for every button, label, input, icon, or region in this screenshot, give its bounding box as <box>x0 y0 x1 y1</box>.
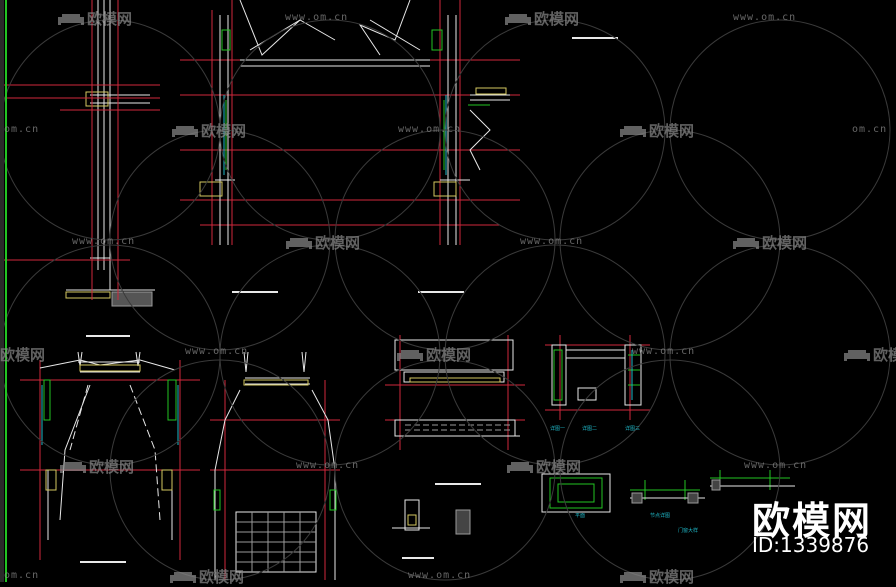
watermark-url: om.cn <box>4 570 40 581</box>
cad-label: 平面 <box>575 513 585 519</box>
watermark-url: www.om.cn <box>285 12 349 23</box>
sofa-icon <box>286 238 312 249</box>
watermark-logo: 欧模网 <box>397 344 471 365</box>
sofa-icon <box>844 350 870 361</box>
watermark-logo: 欧模网 <box>844 344 896 365</box>
watermark-url: www.om.cn <box>744 460 808 471</box>
watermark-url: www.om.cn <box>632 346 696 357</box>
watermark-url: www.om.cn <box>520 236 584 247</box>
viewport-left-edge <box>0 0 4 582</box>
sofa-icon <box>733 238 759 249</box>
section-canopy <box>385 335 525 485</box>
watermark-logo: 欧模网 <box>60 456 134 477</box>
cad-label: 详图三 <box>625 425 640 432</box>
sofa-icon <box>620 572 646 583</box>
sofa-icon <box>397 350 423 361</box>
watermark-logo: 欧模网 <box>0 346 46 364</box>
y-axis-indicator <box>5 0 7 582</box>
sofa-icon <box>60 462 86 473</box>
sofa-icon <box>172 126 198 137</box>
watermark-url: www.om.cn <box>733 12 797 23</box>
model-id-label: ID:1339876 <box>752 533 870 557</box>
watermark-url: www.om.cn <box>398 124 462 135</box>
detail-window <box>545 335 650 420</box>
watermark-logo: 欧模网 <box>58 8 132 29</box>
sofa-icon <box>620 126 646 137</box>
sofa-icon <box>505 14 531 25</box>
watermark-logo: 欧模网 <box>172 120 246 141</box>
watermark-logo: 欧模网 <box>733 232 807 253</box>
section-wall-left <box>65 0 155 337</box>
cad-label: 详图二 <box>582 425 597 432</box>
cad-label: 详图一 <box>550 425 565 432</box>
watermark-url: www.om.cn <box>72 236 136 247</box>
cad-label: 节点详图 <box>650 512 670 519</box>
detail-joints <box>541 470 795 513</box>
watermark-url: om.cn <box>4 124 40 135</box>
watermark-logo: 欧模网 <box>286 232 360 253</box>
watermark-url: om.cn <box>852 124 888 135</box>
cad-label: 门窗大样 <box>678 527 698 534</box>
sofa-icon <box>507 462 533 473</box>
sofa-icon <box>170 572 196 583</box>
brand-logo: 欧模网 <box>752 499 873 543</box>
watermark-logo: 欧模网 <box>505 8 579 29</box>
detail-small <box>392 499 471 559</box>
watermark-rings <box>0 19 891 581</box>
watermark-logo: 欧模网 <box>620 120 694 141</box>
watermark-logo: 欧模网 <box>170 566 244 587</box>
watermark-url: www.om.cn <box>185 346 249 357</box>
watermark-url: www.om.cn <box>408 570 472 581</box>
sofa-icon <box>58 14 84 25</box>
watermark-url: www.om.cn <box>296 460 360 471</box>
watermark-logo: 欧模网 <box>620 566 694 587</box>
watermark-logo: 欧模网 <box>507 456 581 477</box>
